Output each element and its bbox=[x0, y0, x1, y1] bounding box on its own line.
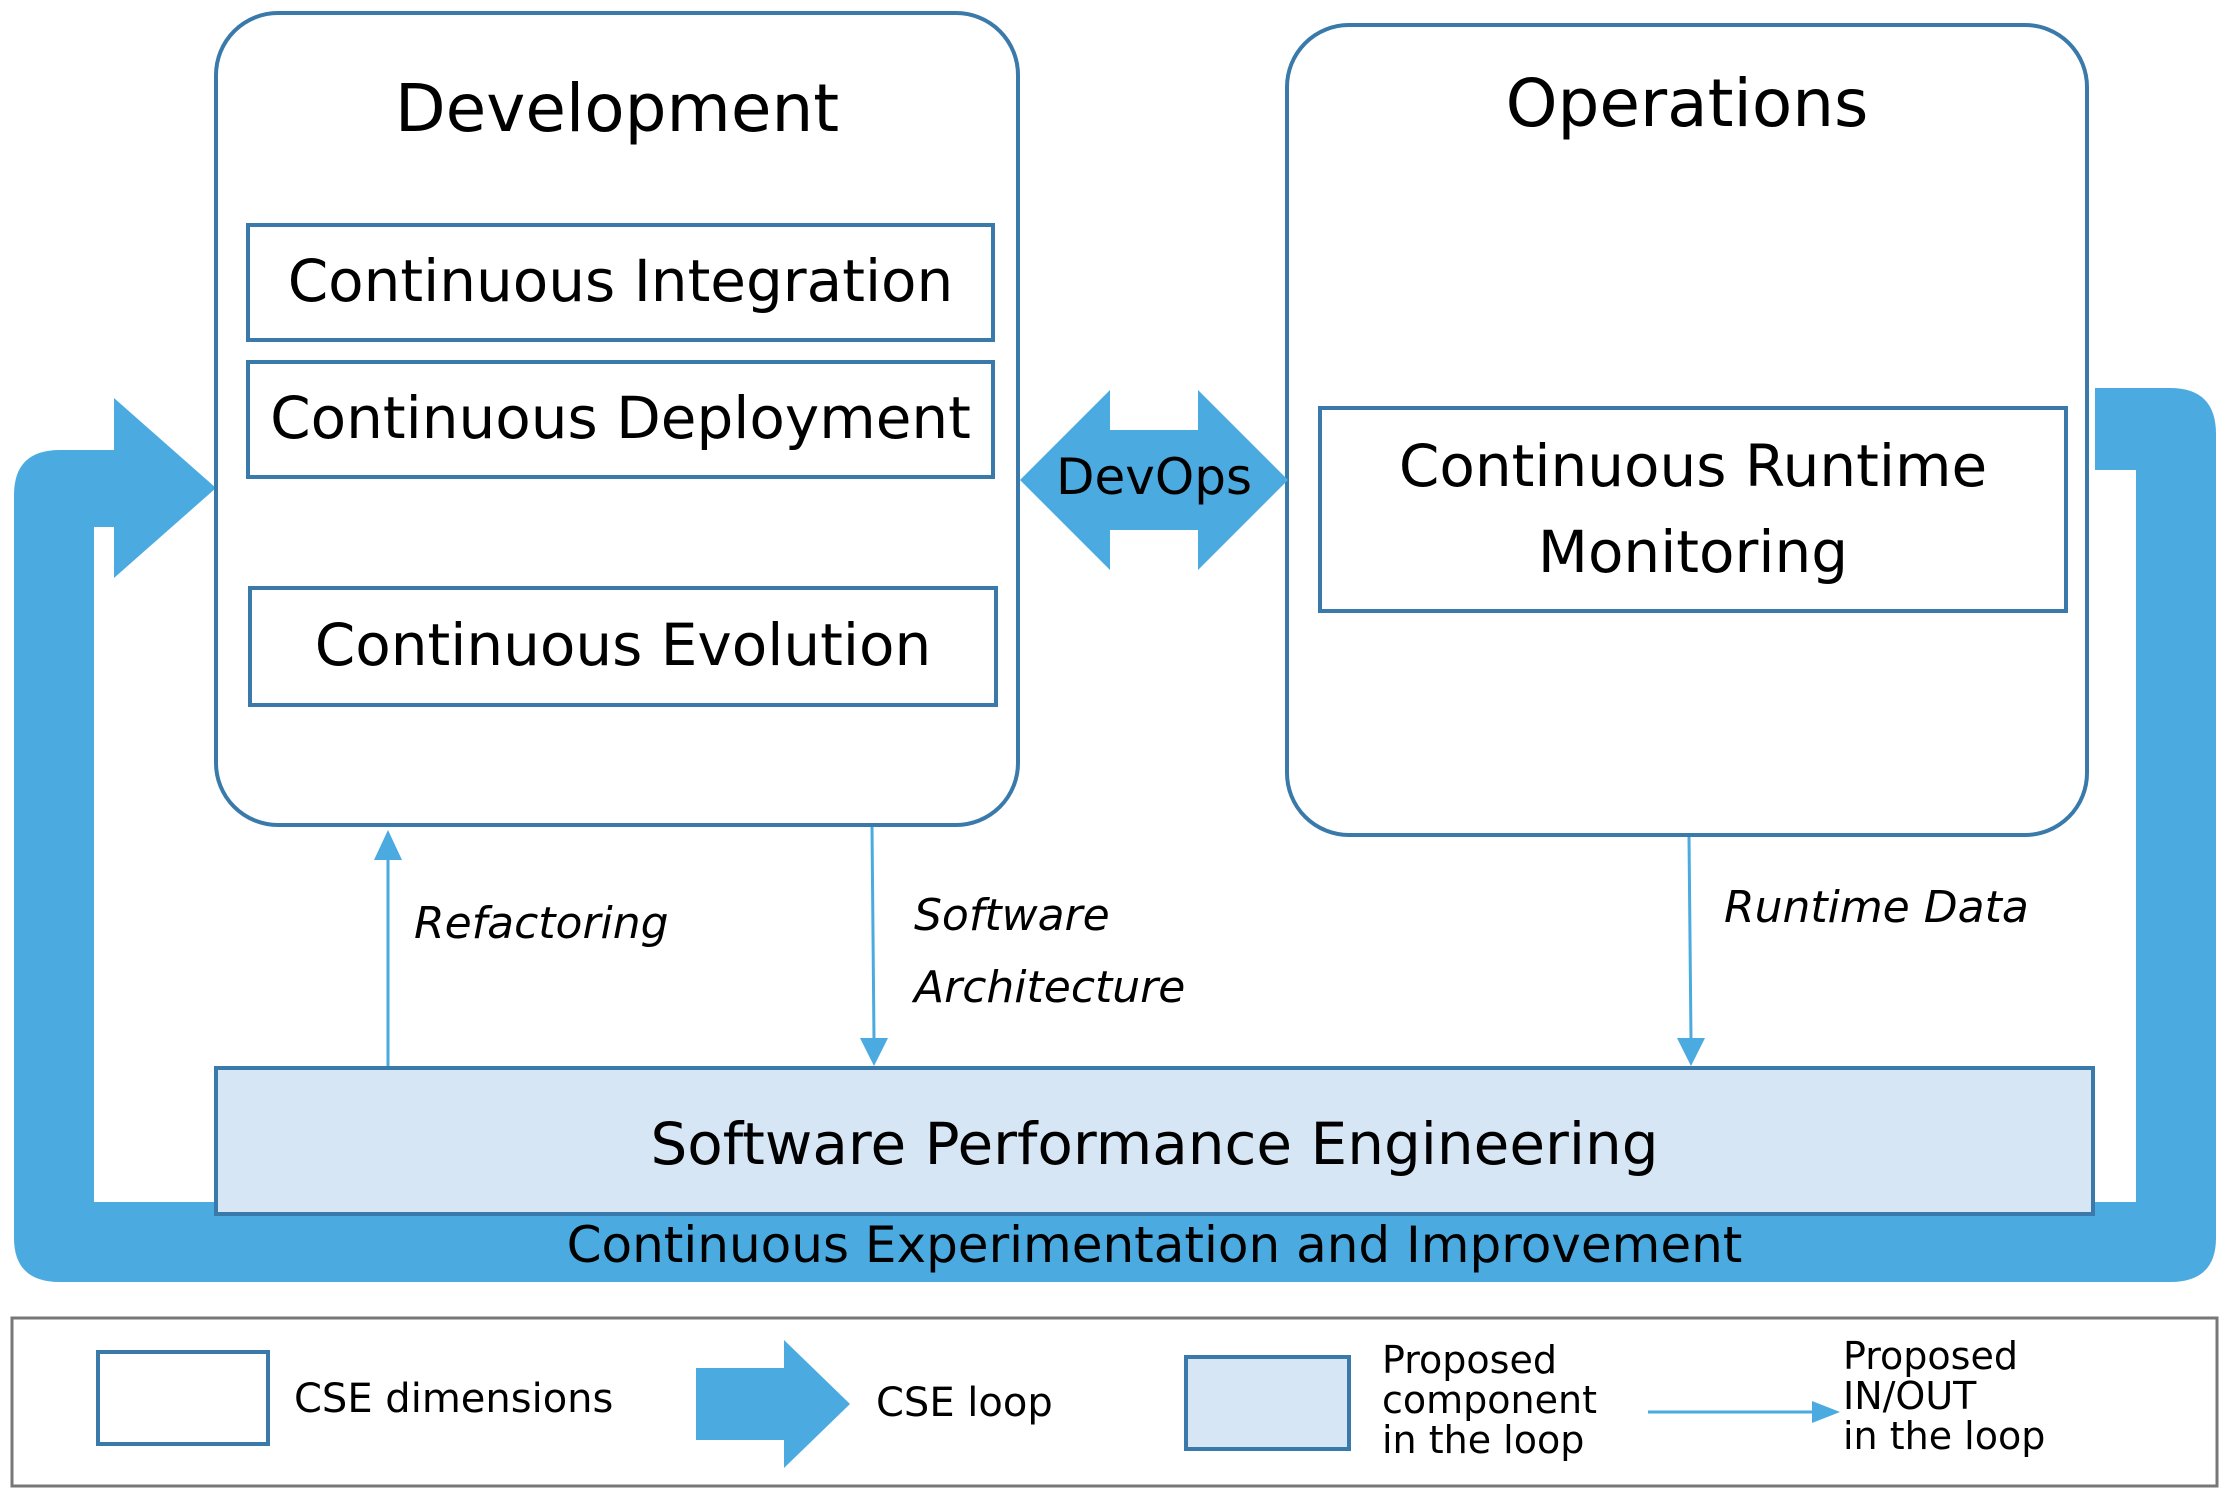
legend-thin-arrowhead bbox=[1812, 1401, 1840, 1423]
legend-proposed-component-line1: Proposed bbox=[1382, 1338, 1557, 1382]
legend-cse-dimensions-label: CSE dimensions bbox=[294, 1376, 614, 1422]
architecture-arrow-line bbox=[870, 826, 876, 1041]
development-title: Development bbox=[394, 70, 840, 147]
ci-label: Continuous Integration bbox=[287, 247, 954, 315]
legend-proposed-component-line2: component bbox=[1382, 1378, 1597, 1422]
legend-cse-loop-arrow bbox=[696, 1340, 850, 1468]
legend-proposed-inout-line2: IN/OUT bbox=[1843, 1374, 1977, 1418]
software-architecture-label-line2: Architecture bbox=[914, 962, 1186, 1013]
operations-title: Operations bbox=[1505, 65, 1869, 142]
refactoring-label: Refactoring bbox=[414, 898, 669, 949]
runtime-monitoring-label-line2: Monitoring bbox=[1537, 518, 1849, 586]
legend-proposed-inout-line1: Proposed bbox=[1843, 1334, 2018, 1378]
software-architecture-label-line1: Software bbox=[914, 890, 1110, 941]
legend-cse-dimension-swatch bbox=[96, 1350, 270, 1446]
cse-loop-arrowhead bbox=[114, 398, 216, 578]
legend-frame bbox=[10, 1316, 2219, 1488]
cd-label: Continuous Deployment bbox=[270, 384, 971, 452]
runtime-data-arrow-line bbox=[1687, 836, 1693, 1041]
legend-proposed-component-line3: in the loop bbox=[1382, 1418, 1585, 1462]
legend-cse-loop-label: CSE loop bbox=[876, 1380, 1053, 1426]
ce-box bbox=[248, 586, 998, 707]
ce-label: Continuous Evolution bbox=[314, 611, 932, 679]
loop-label: Continuous Experimentation and Improveme… bbox=[566, 1216, 1743, 1274]
runtime-data-label: Runtime Data bbox=[1724, 882, 2029, 933]
spe-label: Software Performance Engineering bbox=[650, 1110, 1659, 1178]
refactoring-arrowhead bbox=[374, 830, 402, 860]
runtime-monitoring-box bbox=[1318, 406, 2068, 613]
spe-box bbox=[214, 1066, 2095, 1216]
runtime-data-arrowhead bbox=[1677, 1038, 1705, 1066]
legend-proposed-component-swatch bbox=[1184, 1355, 1351, 1451]
devops-double-arrow bbox=[1020, 390, 1288, 570]
cd-box bbox=[246, 360, 995, 479]
devops-label: DevOps bbox=[1056, 448, 1252, 506]
ci-box bbox=[246, 223, 995, 342]
architecture-arrowhead bbox=[860, 1038, 888, 1066]
legend-proposed-inout-line3: in the loop bbox=[1843, 1414, 2046, 1458]
runtime-monitoring-label-line1: Continuous Runtime bbox=[1398, 432, 1988, 500]
